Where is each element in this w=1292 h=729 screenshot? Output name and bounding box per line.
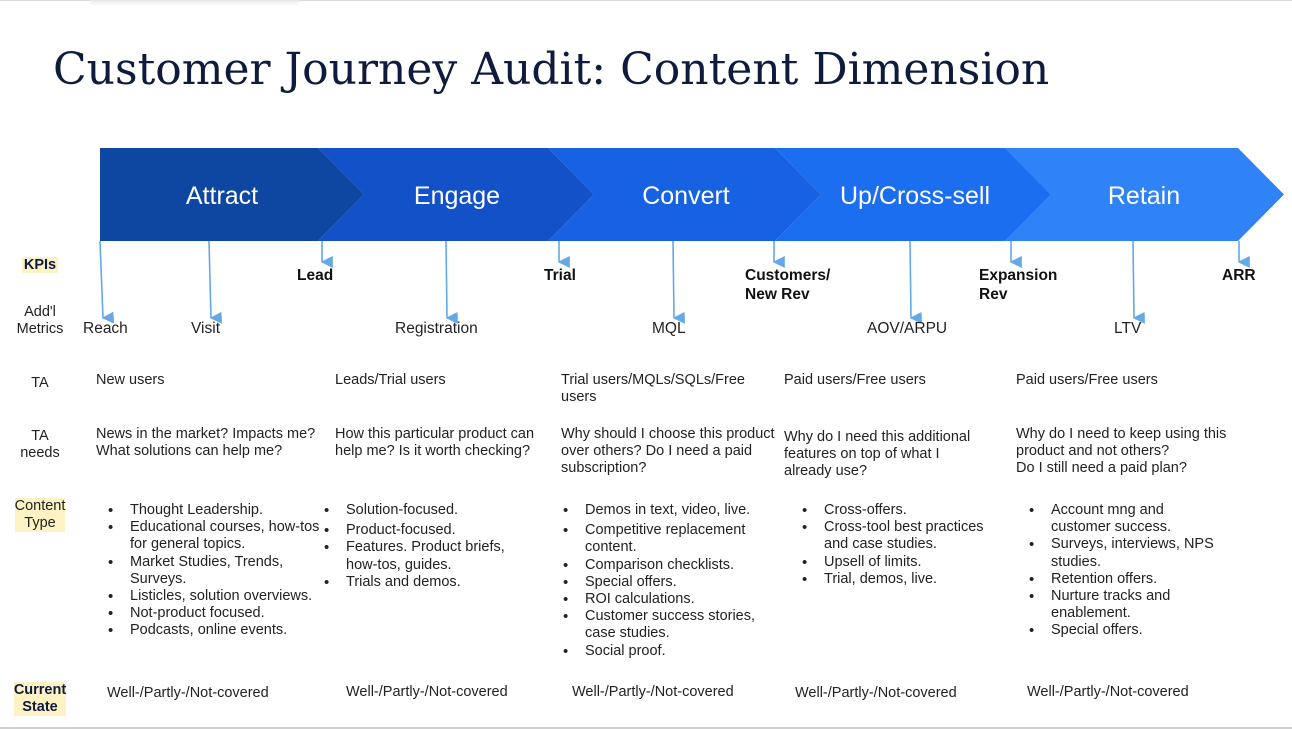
ta-need-line: Why should I choose this product over ot…: [561, 426, 775, 477]
metric-registration: Registration: [395, 320, 478, 337]
kpi-arr: ARR: [1222, 267, 1256, 284]
current-state-convert: Well-/Partly-/Not-covered: [572, 684, 734, 700]
list-item: Solution-focused.: [322, 502, 522, 519]
ta-need-line: Why do I need to keep using this product…: [1016, 426, 1227, 460]
kpi-expansion-rev: Expansion Rev: [979, 267, 1058, 303]
stage-label-attract: Attract: [186, 182, 258, 210]
list-item: Competitive replacement content.: [561, 522, 755, 556]
arrow-ltv: [1132, 240, 1145, 324]
list-item: Account mng and customer success.: [1027, 502, 1181, 536]
list-item: Special offers.: [1027, 622, 1227, 639]
kpi-trial: Trial: [544, 267, 576, 284]
list-item: Surveys, interviews, NPS studies.: [1027, 536, 1227, 570]
arrow-reach: [99, 240, 115, 324]
current-state-engage: Well-/Partly-/Not-covered: [346, 684, 508, 700]
list-item: Social proof.: [561, 643, 766, 660]
row-label-current-state-text: Current State: [13, 682, 67, 716]
metric-mql: MQL: [652, 320, 686, 337]
arrow-visit: [208, 240, 222, 324]
content-type-attract: Thought Leadership. Educational courses,…: [106, 502, 321, 640]
list-item: Cross-tool best practices and case studi…: [800, 519, 990, 553]
ta-needs-upsell: Why do I need this additional features o…: [784, 429, 984, 481]
ta-need-line: How this particular product can help me?…: [335, 426, 535, 460]
content-type-upsell: Cross-offers. Cross-tool best practices …: [800, 502, 990, 588]
list-item: Customer success stories, case studies.: [561, 608, 766, 642]
list-item: Demos in text, video, live.: [561, 502, 766, 519]
content-list: Cross-offers. Cross-tool best practices …: [800, 502, 990, 588]
content-type-engage: Solution-focused. Product-focused. Featu…: [322, 502, 522, 591]
list-item: Educational courses, how-tos for general…: [106, 519, 321, 553]
ta-need-line: News in the market? Impacts me?: [96, 426, 316, 442]
ta-needs-attract: News in the market? Impacts me? What sol…: [96, 426, 326, 460]
ta-convert: Trial users/MQLs/SQLs/Free users: [561, 372, 745, 406]
stage-chevron-attract: [100, 148, 364, 241]
list-item: Retention offers.: [1027, 571, 1227, 588]
content-type-convert: Demos in text, video, live. Competitive …: [561, 502, 766, 660]
row-label-kpis-text: KPIs: [21, 257, 59, 273]
stage-label-convert: Convert: [642, 182, 730, 210]
row-label-kpis: KPIs: [8, 257, 72, 274]
ta-attract: New users: [96, 372, 165, 388]
content-list: Thought Leadership. Educational courses,…: [106, 502, 321, 640]
row-label-metrics: Add'l Metrics: [16, 304, 64, 337]
list-item: Upsell of limits.: [800, 554, 990, 571]
current-state-retain: Well-/Partly-/Not-covered: [1027, 684, 1189, 700]
row-label-ta-needs: TA needs: [20, 428, 60, 461]
ta-need-line: Do I still need a paid plan?: [1016, 460, 1187, 477]
metric-aov-arpu: AOV/ARPU: [867, 320, 948, 337]
metric-reach: Reach: [83, 320, 128, 337]
list-item: Comparison checklists.: [561, 557, 766, 574]
content-list: Solution-focused. Product-focused. Featu…: [322, 502, 522, 591]
list-item: Trial, demos, live.: [800, 571, 990, 588]
content-list: Demos in text, video, live. Competitive …: [561, 502, 766, 660]
row-label-content-type-text: Content Type: [14, 498, 66, 532]
ta-retain: Paid users/Free users: [1016, 372, 1158, 388]
ta-needs-convert: Why should I choose this product over ot…: [561, 426, 776, 478]
list-item: Product-focused.: [322, 522, 522, 539]
metric-ltv: LTV: [1114, 320, 1142, 337]
stage-chevron-up-cross-sell: [775, 148, 1051, 241]
ta-need-line: What solutions can help me?: [96, 443, 283, 460]
ta-need-line: Why do I need this additional features o…: [784, 429, 971, 480]
row-label-content-type: Content Type: [8, 498, 72, 532]
content-type-retain: Account mng and customer success. Survey…: [1027, 502, 1227, 640]
list-item: Market Studies, Trends, Surveys.: [106, 554, 321, 588]
list-item: Features. Product briefs, how-tos, guide…: [322, 539, 511, 573]
kpi-customers-new-rev: Customers/ New Rev: [745, 267, 831, 303]
stage-label-up-cross-sell: Up/Cross-sell: [840, 182, 990, 210]
top-shadow: [90, 0, 300, 6]
list-item: Special offers.: [561, 574, 766, 591]
row-label-ta: TA: [31, 375, 49, 391]
list-item: Not-product focused.: [106, 605, 321, 622]
bottom-border: [0, 727, 1292, 729]
stage-label-engage: Engage: [414, 182, 500, 210]
metric-visit: Visit: [191, 320, 221, 337]
stage-label-retain: Retain: [1108, 182, 1180, 210]
current-state-upsell: Well-/Partly-/Not-covered: [795, 685, 957, 701]
list-item: Thought Leadership.: [106, 502, 321, 519]
arrow-aov: [909, 240, 922, 324]
stage-chevron-convert: [548, 148, 821, 241]
list-item: Podcasts, online events.: [106, 622, 321, 639]
arrow-mql: [672, 240, 685, 324]
ta-needs-engage: How this particular product can help me?…: [335, 426, 540, 460]
page-title: Customer Journey Audit: Content Dimensio…: [53, 44, 1050, 95]
top-border: [0, 0, 1292, 1]
stage-chevron-engage: [318, 148, 594, 241]
list-item: Trials and demos.: [322, 574, 522, 591]
ta-upsell: Paid users/Free users: [784, 372, 926, 388]
content-list: Account mng and customer success. Survey…: [1027, 502, 1227, 640]
list-item: Cross-offers.: [800, 502, 990, 519]
ta-needs-retain: Why do I need to keep using this product…: [1016, 426, 1231, 478]
list-item: ROI calculations.: [561, 591, 766, 608]
arrow-registration: [445, 240, 458, 324]
ta-engage: Leads/Trial users: [335, 372, 446, 388]
stage-chevron-retain: [1005, 148, 1284, 241]
row-label-current-state: Current State: [8, 682, 72, 716]
kpi-lead: Lead: [297, 267, 334, 284]
current-state-attract: Well-/Partly-/Not-covered: [107, 685, 269, 701]
list-item: Nurture tracks and enablement.: [1027, 588, 1181, 622]
list-item: Listicles, solution overviews.: [106, 588, 321, 605]
